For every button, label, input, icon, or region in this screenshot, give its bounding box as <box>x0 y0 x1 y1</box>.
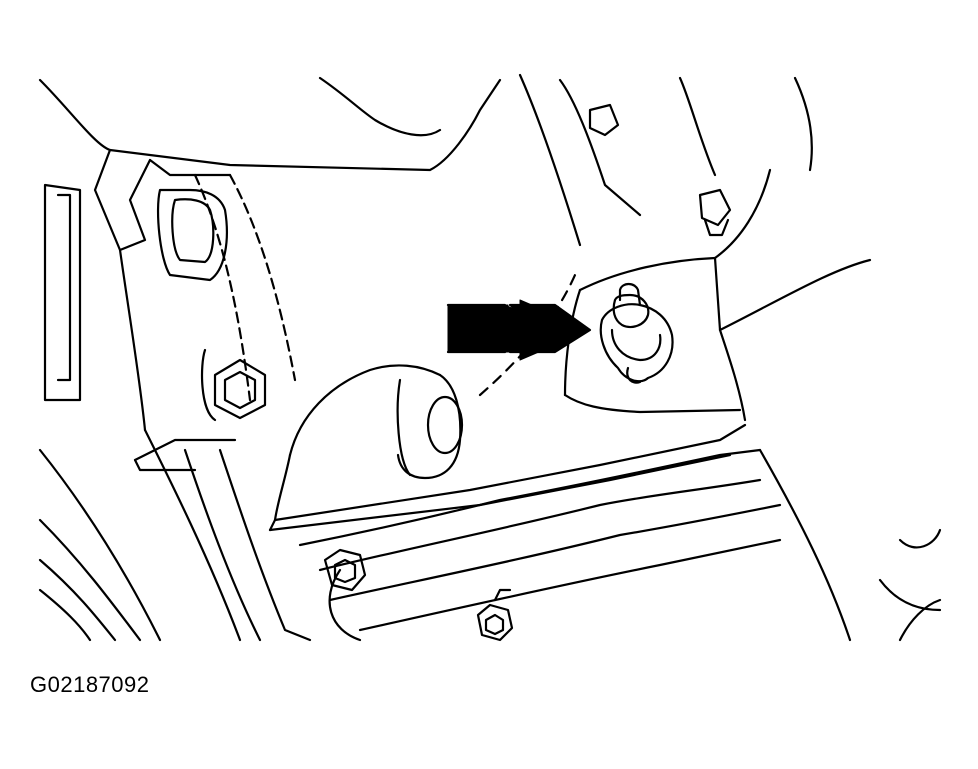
pointing-arrow-icon <box>446 299 592 361</box>
upper-stud-icon <box>588 103 732 237</box>
right-bracket-plate <box>563 168 872 422</box>
mount-bracket <box>268 423 782 642</box>
left-bolt-icon <box>200 348 267 422</box>
target-bolt-icon <box>599 282 674 384</box>
upper-panel <box>38 73 813 247</box>
insulator-stud <box>426 395 464 455</box>
mount-insulator <box>273 364 464 522</box>
figure-id-label: G02187092 <box>30 672 150 697</box>
lower-bolt-icon <box>323 548 514 642</box>
right-side-structure <box>758 448 942 642</box>
lower-left-structure <box>38 428 312 642</box>
left-housing <box>43 148 297 472</box>
